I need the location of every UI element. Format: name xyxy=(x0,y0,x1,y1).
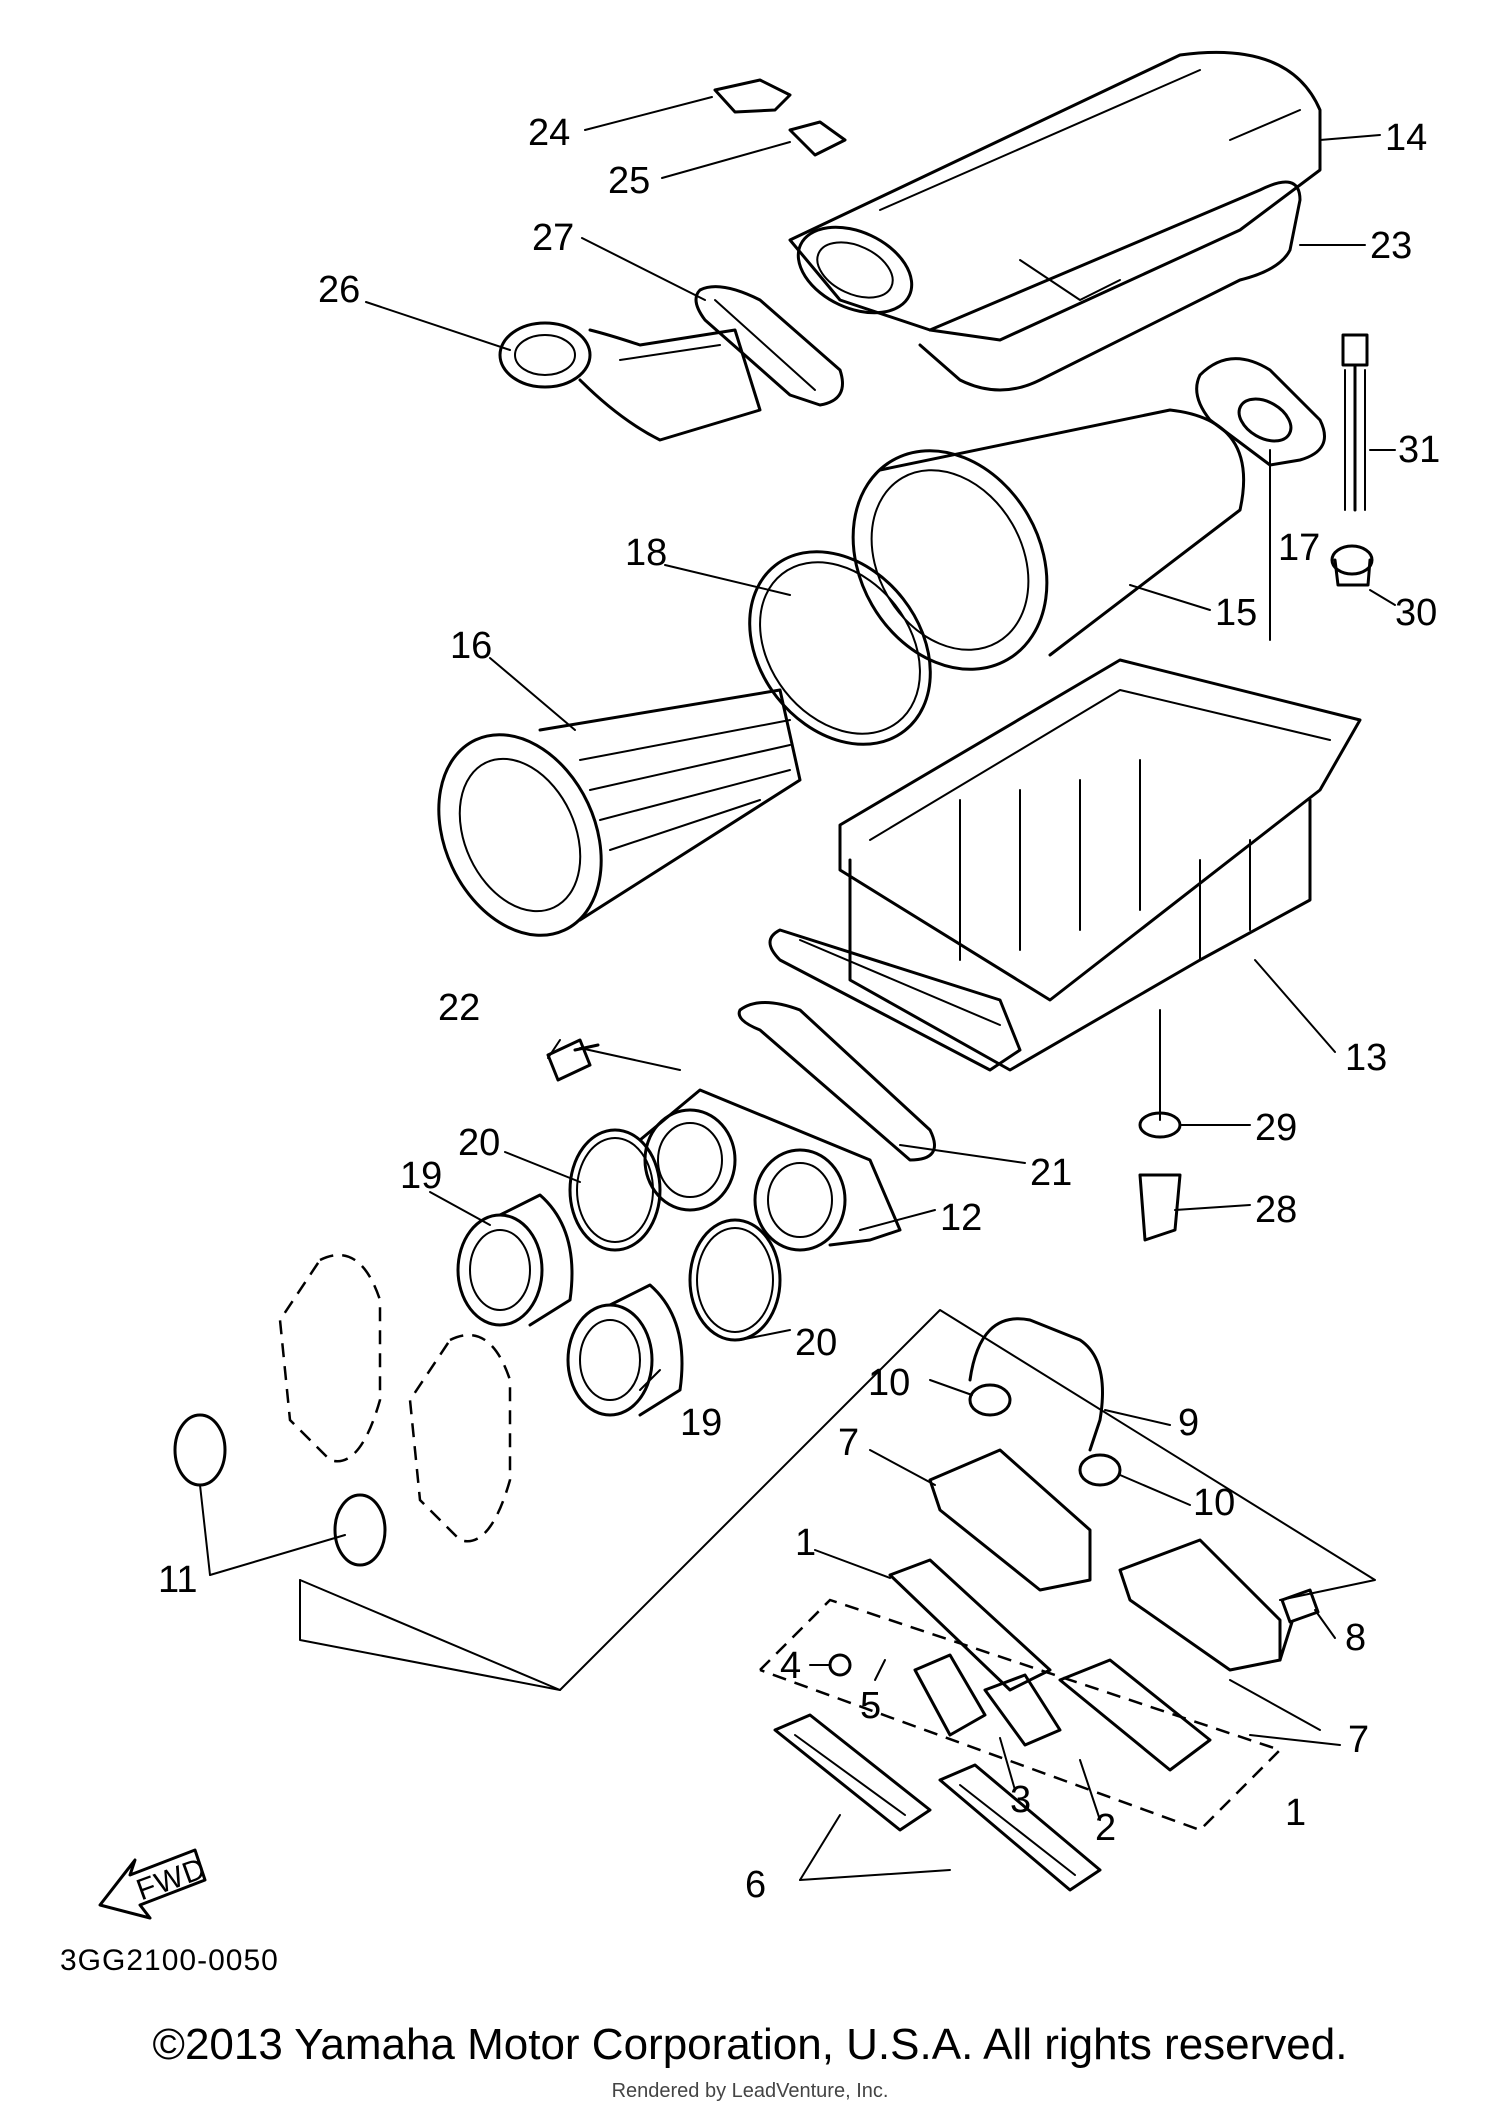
rendered-by-notice: Rendered by LeadVenture, Inc. xyxy=(611,2080,889,2102)
clip-part xyxy=(713,78,847,157)
reed-valve-part xyxy=(828,1558,1212,1772)
callout-29: 29 xyxy=(1255,1107,1297,1149)
callout-13: 13 xyxy=(1345,1037,1387,1079)
callout-2: 2 xyxy=(1095,1807,1116,1849)
callout-17: 17 xyxy=(1278,527,1320,569)
callout-15: 15 xyxy=(1215,592,1257,634)
callout-3: 3 xyxy=(1010,1779,1031,1821)
callout-20b: 20 xyxy=(795,1322,837,1364)
housing-bolt-part xyxy=(1278,1588,1320,1662)
callout-22: 22 xyxy=(438,987,480,1029)
callout-7b: 7 xyxy=(1348,1719,1369,1761)
callout-21: 21 xyxy=(1030,1152,1072,1194)
callout-20: 20 xyxy=(458,1122,500,1164)
callout-16: 16 xyxy=(450,625,492,667)
reed-valve-gasket-part xyxy=(773,1713,1102,1892)
bolt-part xyxy=(1330,333,1374,587)
hose-clamp-part xyxy=(568,1128,782,1342)
intake-joint-part xyxy=(638,1088,902,1252)
breather-hose-part xyxy=(968,1317,1122,1487)
callout-14: 14 xyxy=(1385,117,1427,159)
callout-10: 10 xyxy=(868,1362,910,1404)
callout-26: 26 xyxy=(318,269,360,311)
callout-19b: 19 xyxy=(680,1402,722,1444)
airbox-cover-part xyxy=(788,50,1322,392)
callout-24: 24 xyxy=(528,112,570,154)
callout-27: 27 xyxy=(532,217,574,259)
callout-23: 23 xyxy=(1370,225,1412,267)
callout-25: 25 xyxy=(608,160,650,202)
callout-30: 30 xyxy=(1395,592,1437,634)
diagram-part-number: 3GG2100-0050 xyxy=(60,1944,279,1977)
callout-1: 1 xyxy=(795,1522,816,1564)
cover-plate-part xyxy=(1195,357,1326,467)
callout-6: 6 xyxy=(745,1864,766,1906)
filter-cage-part xyxy=(437,688,802,937)
callout-18: 18 xyxy=(625,532,667,574)
copyright-notice: ©2013 Yamaha Motor Corporation, U.S.A. A… xyxy=(152,2020,1348,2069)
callout-1b: 1 xyxy=(1285,1792,1306,1834)
duct-gasket-part xyxy=(694,285,844,407)
callout-5: 5 xyxy=(860,1685,881,1727)
air-filter-element-part xyxy=(851,408,1246,671)
callout-10b: 10 xyxy=(1193,1482,1235,1524)
callout-19: 19 xyxy=(400,1155,442,1197)
leader-lines xyxy=(199,96,1396,1881)
screw-part xyxy=(546,1038,600,1082)
callout-31: 31 xyxy=(1398,429,1440,471)
callout-7: 7 xyxy=(838,1422,859,1464)
callout-12: 12 xyxy=(940,1197,982,1239)
filter-band-part xyxy=(748,550,932,746)
callout-11: 11 xyxy=(158,1559,197,1601)
drain-part xyxy=(1138,1111,1182,1242)
callout-labels: 24 25 14 27 23 26 31 17 18 15 30 16 22 1… xyxy=(158,112,1440,1906)
intake-duct-part xyxy=(498,321,762,442)
callout-9: 9 xyxy=(1178,1402,1199,1444)
forward-arrow-icon: FWD xyxy=(98,1848,211,1920)
callout-8: 8 xyxy=(1345,1617,1366,1659)
carburetor-outline xyxy=(278,1253,512,1543)
assembly-outline xyxy=(299,449,1376,1832)
air-box-part xyxy=(768,658,1362,1072)
callout-28: 28 xyxy=(1255,1189,1297,1231)
carburetor-joint-part xyxy=(456,1193,684,1417)
callout-4: 4 xyxy=(780,1645,801,1687)
